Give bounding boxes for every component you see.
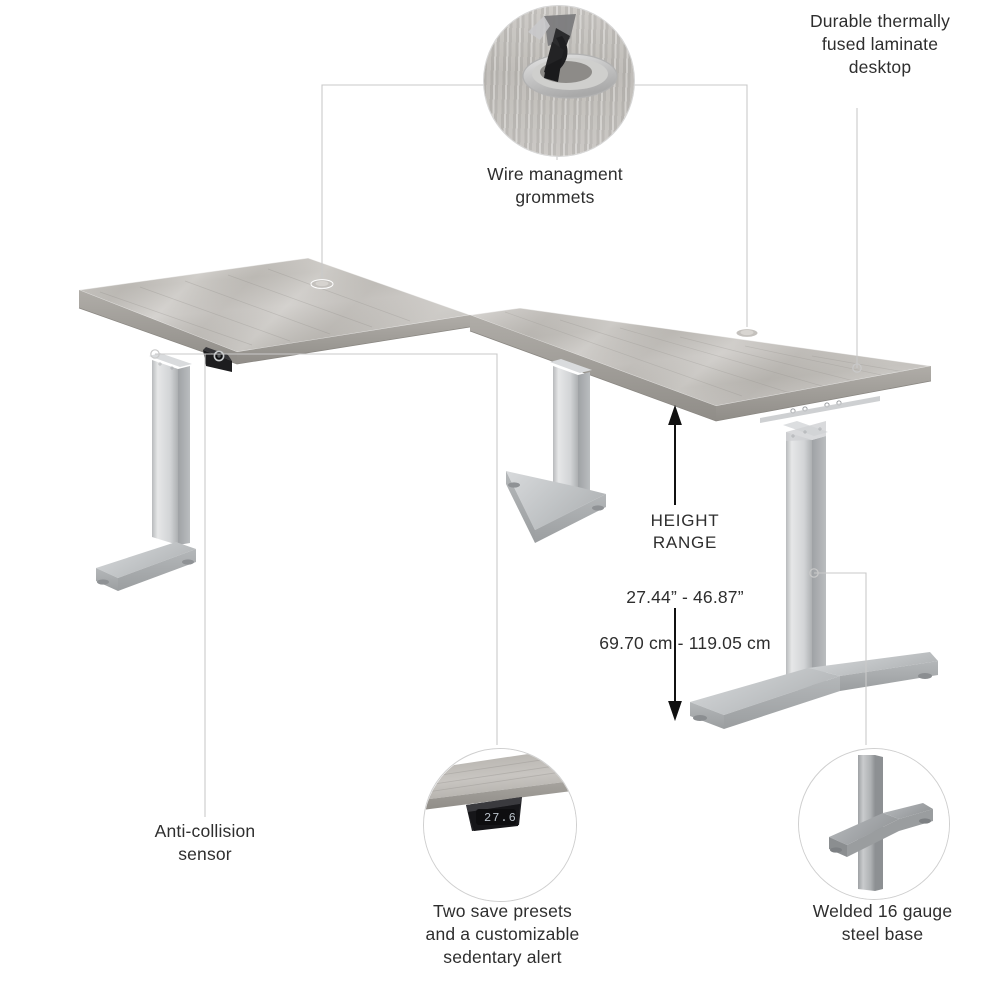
callout-anchor-steelbase bbox=[809, 568, 819, 578]
desk-left-return-top bbox=[77, 257, 471, 353]
label-height-range-values: 27.44” - 46.87” 69.70 cm - 119.05 cm bbox=[560, 563, 810, 678]
inset-wire-art bbox=[522, 14, 618, 99]
desk-main-edge bbox=[469, 315, 932, 423]
desk-leg-left bbox=[96, 353, 196, 591]
label-height-range-title: HEIGHT RANGE bbox=[650, 511, 720, 553]
callout-line-anticollision bbox=[155, 353, 206, 817]
desk-leg-right bbox=[690, 421, 938, 729]
callout-anchor-laminate bbox=[852, 363, 862, 373]
inset-wire-management-grommet bbox=[483, 5, 635, 157]
grommet-right bbox=[735, 328, 759, 338]
inset-steel-base bbox=[798, 748, 950, 900]
callout-line-wire-left bbox=[321, 84, 557, 278]
label-welded-steel-base: Welded 16 gauge steel base bbox=[812, 901, 953, 945]
label-durable-laminate: Durable thermally fused laminate desktop bbox=[809, 11, 951, 78]
height-range-arrow bbox=[668, 404, 682, 722]
label-anti-collision-sensor: Anti-collision sensor bbox=[154, 821, 256, 865]
control-display-digits: 27.6 bbox=[484, 811, 517, 825]
grommet-left bbox=[310, 279, 334, 289]
height-range-metric: 69.70 cm - 119.05 cm bbox=[599, 633, 771, 654]
callout-anchor-anticollision bbox=[150, 349, 160, 359]
callout-line-presets bbox=[205, 353, 498, 745]
desk-leg-middle bbox=[506, 359, 606, 543]
label-wire-management: Wire managment grommets bbox=[487, 164, 623, 208]
desk-left-return-edge bbox=[78, 290, 471, 365]
label-save-presets: Two save presets and a customizable sede… bbox=[425, 901, 580, 968]
inset-preset-art: 27.6 bbox=[424, 749, 576, 901]
inset-steel-art bbox=[799, 749, 949, 899]
height-range-imperial: 27.44” - 46.87” bbox=[626, 587, 744, 608]
inset-control-presets: 27.6 bbox=[423, 748, 577, 902]
svg-text:27.6: 27.6 bbox=[484, 811, 517, 825]
callout-line-steelbase bbox=[814, 572, 867, 745]
